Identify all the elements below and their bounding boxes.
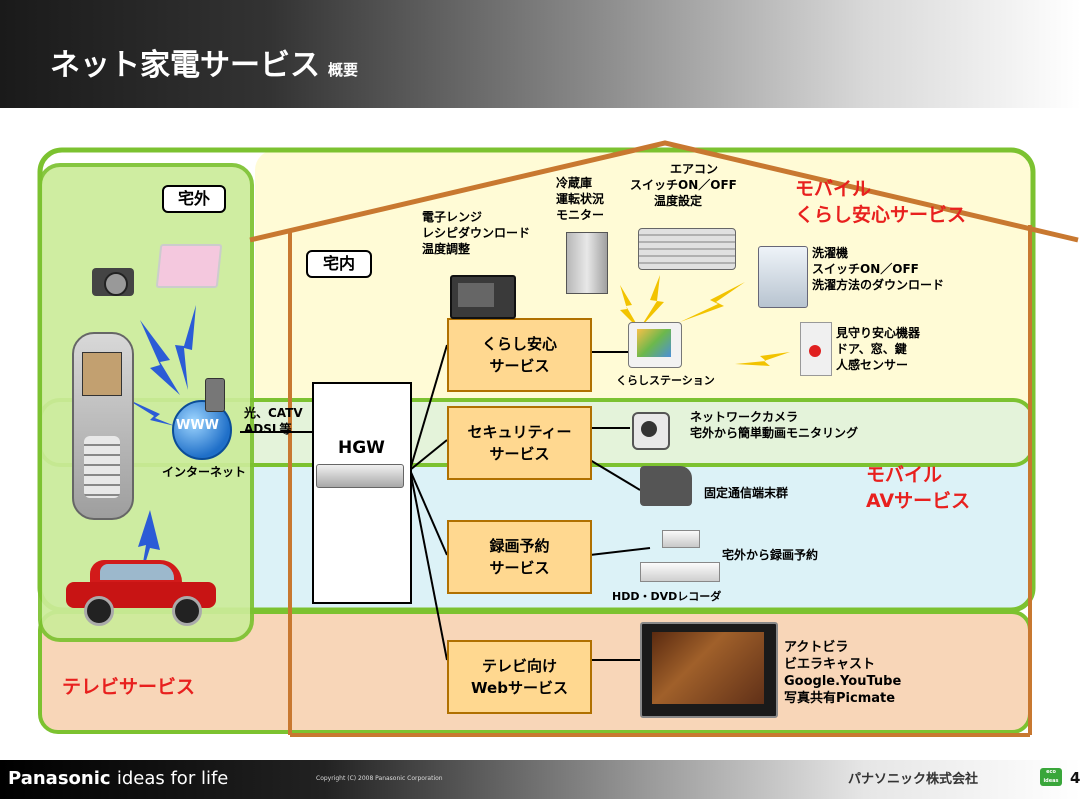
aircon-label-1: エアコン <box>670 162 719 176</box>
mobile-phone-icon <box>72 332 134 520</box>
car-icon <box>66 560 216 626</box>
washer-icon <box>758 246 808 308</box>
washer-label-3: 洗濯方法のダウンロード <box>812 278 945 292</box>
hgw-router-icon <box>316 464 404 488</box>
kurashi-station-icon <box>628 322 682 368</box>
slide-footer <box>0 760 1081 799</box>
camera-label-2: 宅外から簡単動画モニタリング <box>690 426 859 440</box>
home-bolts <box>620 275 790 366</box>
mobile-kurashi-label-1: モバイル <box>795 178 872 200</box>
microwave-label-3: 温度調整 <box>422 242 471 256</box>
pda-icon <box>205 378 225 412</box>
internet-label: インターネット <box>162 465 247 479</box>
digital-camera-icon <box>92 268 134 296</box>
sensor-label-2: ドア、窓、鍵 <box>836 342 907 356</box>
slide-title: ネット家電サービス概要 <box>50 48 359 83</box>
microwave-icon <box>450 275 516 319</box>
tv-service-2: ビエラキャスト <box>784 657 876 672</box>
station-label: くらしステーション <box>616 374 715 387</box>
washer-label-2: スイッチON／OFF <box>812 262 919 276</box>
service-box-security: セキュリティーサービス <box>447 406 592 480</box>
house-roof <box>249 140 1079 243</box>
phone-label: 固定通信端末群 <box>704 486 789 500</box>
hgw-label: HGW <box>338 438 385 458</box>
camera-label-1: ネットワークカメラ <box>690 410 799 424</box>
fixed-phone-icon <box>640 466 692 506</box>
footer-copyright: Copyright (C) 2008 Panasonic Corporation <box>316 775 443 782</box>
fridge-label-3: モニター <box>556 208 605 222</box>
recorder-icon <box>640 562 720 582</box>
mobile-av-label-1: モバイル <box>866 464 943 486</box>
microwave-label-2: レシピダウンロード <box>422 226 531 240</box>
aircon-label-2: スイッチON／OFF <box>630 178 737 192</box>
washer-label-1: 洗濯機 <box>812 246 849 260</box>
www-globe-icon <box>172 400 232 460</box>
inside-zone-label: 宅内 <box>306 250 372 278</box>
page-number: 4 <box>1070 769 1081 787</box>
outside-zone-label: 宅外 <box>162 185 226 213</box>
hgw-connections <box>240 344 651 661</box>
recorder-note-label: 宅外から録画予約 <box>722 548 819 562</box>
sensor-label-3: 人感センサー <box>836 358 909 372</box>
mobile-kurashi-label-2: くらし安心サービス <box>795 204 967 226</box>
laptop-icon <box>155 244 223 288</box>
sensor-label-1: 見守り安心機器 <box>836 326 921 340</box>
aircon-icon <box>638 228 736 270</box>
tv-service-1: アクトビラ <box>784 640 849 655</box>
service-box-kurashi: くらし安心サービス <box>447 318 592 392</box>
footer-tagline: ideas for life <box>116 768 229 789</box>
tv-service-4: 写真共有Picmate <box>784 691 896 706</box>
eco-ideas-badge: eco ideas <box>1040 768 1062 786</box>
aircon-label-3: 温度設定 <box>654 194 703 208</box>
fridge-label-2: 運転状況 <box>556 192 605 206</box>
fridge-icon <box>566 232 608 294</box>
slide-header <box>0 0 1081 108</box>
recorder-label: HDD・DVDレコーダ <box>612 590 722 603</box>
network-camera-icon <box>632 412 670 450</box>
fridge-label-1: 冷蔵庫 <box>556 176 593 190</box>
sensor-icon <box>800 322 832 376</box>
hgw-box <box>312 382 412 604</box>
connection-line-2: ADSL等 <box>244 422 292 436</box>
mobile-av-label-2: AVサービス <box>866 490 971 512</box>
tv-icon <box>640 622 778 718</box>
recorder-top-icon <box>662 530 700 548</box>
footer-company: パナソニック株式会社 <box>848 772 979 787</box>
microwave-label-1: 電子レンジ <box>422 210 483 224</box>
footer-brand: Panasonic ideas for life <box>8 768 229 789</box>
www-label: WWW <box>176 418 220 433</box>
slide-title-sub: 概要 <box>328 61 359 79</box>
connection-line-1: 光、CATV <box>244 406 303 420</box>
service-box-recording: 録画予約サービス <box>447 520 592 594</box>
tv-service-3: Google.YouTube <box>784 674 902 689</box>
tv-service-area-label: テレビサービス <box>62 676 196 698</box>
